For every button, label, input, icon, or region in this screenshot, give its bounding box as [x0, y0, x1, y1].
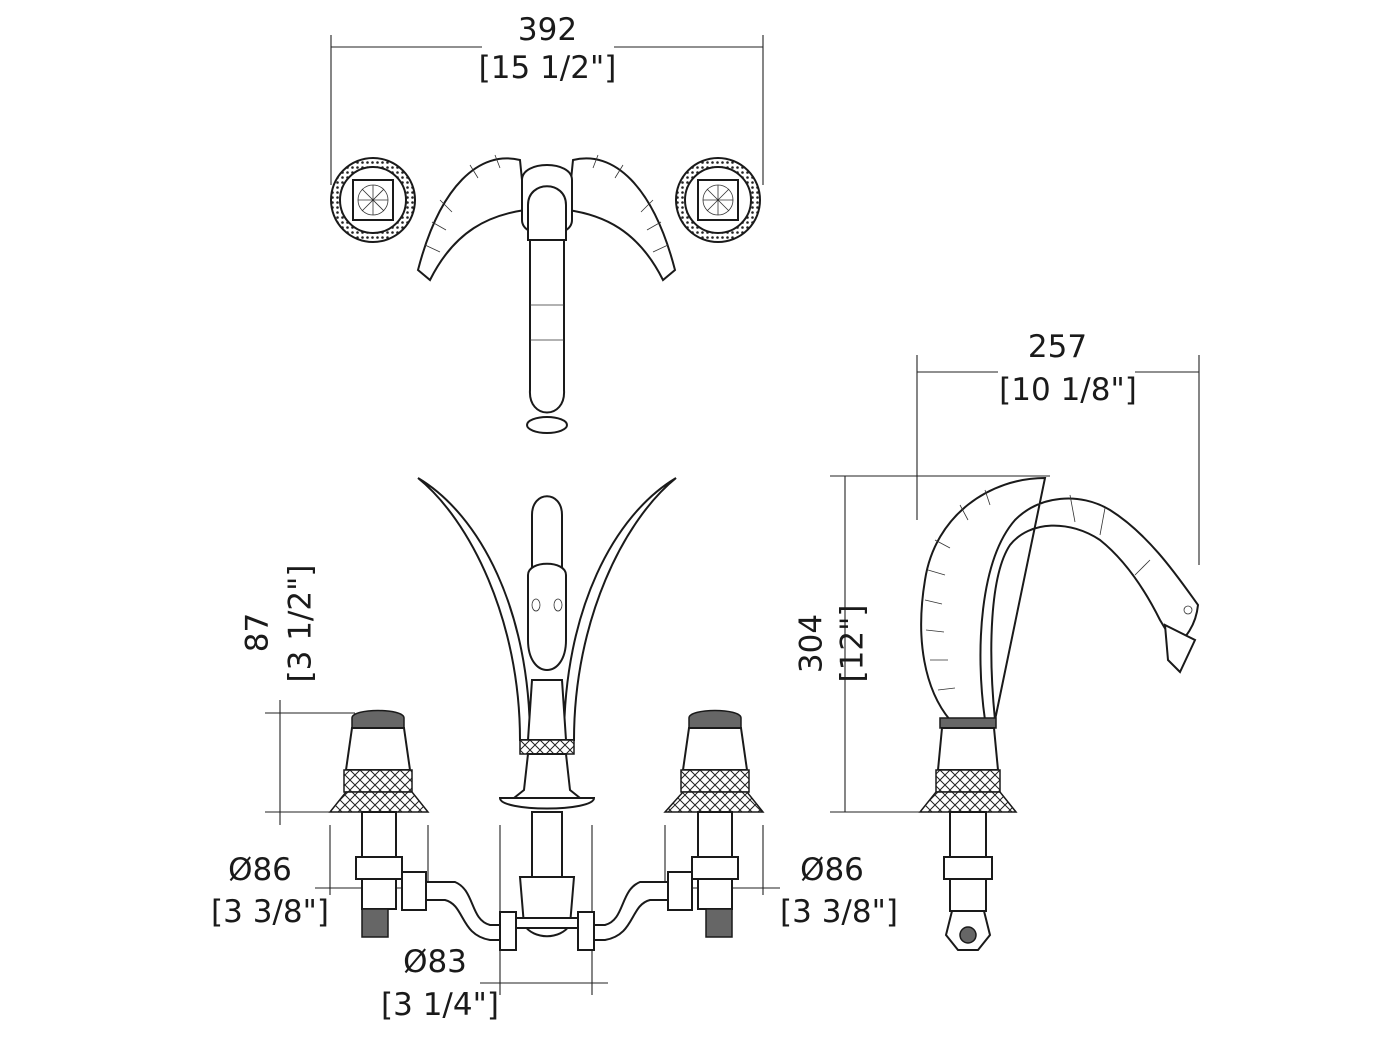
- right-handle-diameter-mm: Ø86: [800, 852, 864, 888]
- wings-top: [416, 154, 677, 282]
- top-width-mm: 392: [517, 12, 578, 48]
- overall-height-mm: 304: [793, 613, 830, 674]
- handle-height-inch: [3 1/2"]: [282, 564, 319, 683]
- handle-height-mm: 87: [239, 612, 276, 653]
- side-depth-mm: 257: [1027, 329, 1088, 365]
- front-view: [265, 477, 780, 995]
- left-handle-rosette: [330, 157, 416, 243]
- top-view: [330, 35, 764, 434]
- right-handle-rosette: [675, 157, 761, 243]
- spout-front: [498, 495, 596, 951]
- spout-top: [521, 164, 573, 434]
- swan-spout-side: [918, 476, 1200, 951]
- top-width-inch: [15 1/2"]: [478, 50, 617, 86]
- left-handle-diameter-mm: Ø86: [228, 852, 292, 888]
- left-handle-front: [328, 709, 501, 941]
- side-view: [830, 355, 1200, 951]
- left-handle-diameter-inch: [3 3/8"]: [211, 894, 329, 930]
- right-handle-diameter-inch: [3 3/8"]: [780, 894, 898, 930]
- right-handle-front: [593, 709, 765, 941]
- spout-base-diameter-mm: Ø83: [403, 944, 467, 980]
- overall-height-inch: [12"]: [834, 604, 871, 683]
- side-depth-inch: [10 1/8"]: [999, 372, 1137, 408]
- spout-base-diameter-inch: [3 1/4"]: [381, 987, 499, 1023]
